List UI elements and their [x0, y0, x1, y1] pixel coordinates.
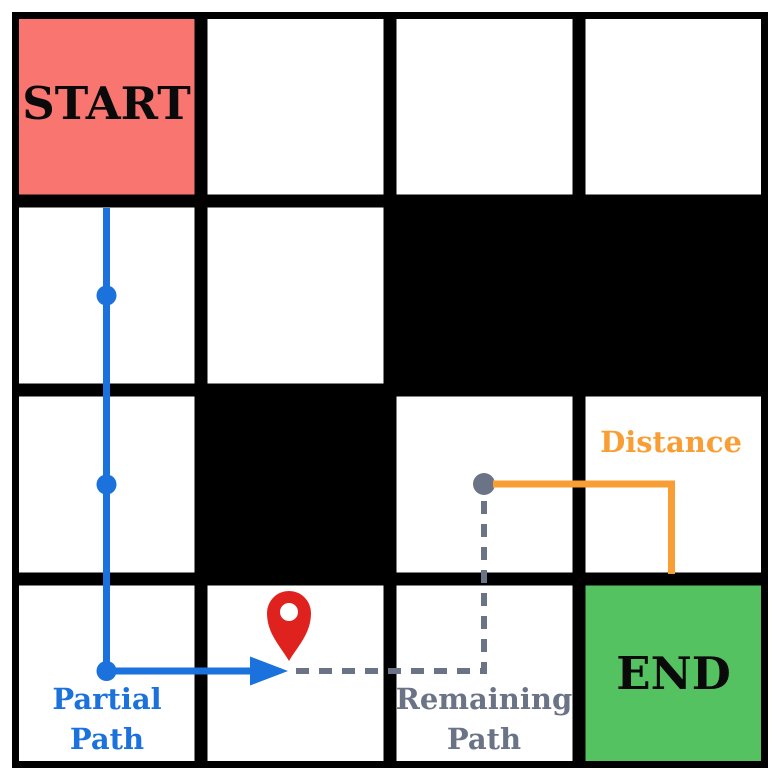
start-cell: [12, 12, 201, 201]
wall-cell: [390, 201, 579, 390]
location-pin-hole: [280, 603, 298, 621]
wall-cell: [579, 201, 768, 390]
remaining-path-dashed-line: [296, 490, 487, 674]
distance-indicator: Distance: [493, 425, 742, 574]
grid-border: [12, 12, 768, 768]
partial-path-label-line2: Path: [70, 722, 144, 756]
partial-path-arrowhead-icon: [250, 656, 288, 686]
location-pin-icon: [267, 591, 311, 661]
grid-lines: [12, 12, 768, 768]
partial-path-waypoint-dot: [96, 474, 117, 495]
partial-path-waypoint-dot: [96, 661, 117, 681]
start-cell-label: START: [22, 77, 191, 130]
wall-cell: [201, 390, 390, 579]
partial-path: Partial Path: [52, 208, 288, 756]
partial-path-waypoint-dot: [96, 285, 117, 306]
current-position-marker: [267, 591, 311, 661]
remaining-path-endpoint-dot: [473, 473, 495, 495]
remaining-path: Remaining Path: [296, 473, 572, 756]
end-cell-label: END: [616, 647, 730, 700]
remaining-path-label-line2: Path: [447, 722, 521, 756]
distance-label: Distance: [600, 425, 742, 459]
end-cell: [579, 579, 768, 768]
distance-line: [493, 480, 675, 574]
remaining-path-label-line1: Remaining: [396, 682, 573, 716]
partial-path-label-line1: Partial: [52, 682, 161, 716]
